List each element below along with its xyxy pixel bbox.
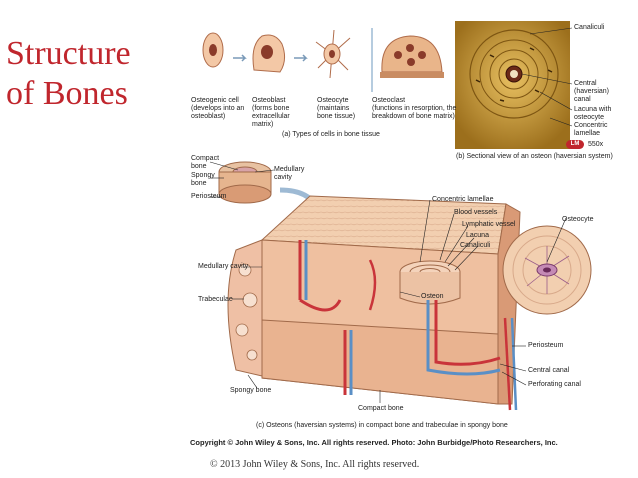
compact-bone-label: Compact bone	[358, 405, 404, 412]
panel-b-caption: (b) Sectional view of an osteon (haversi…	[456, 153, 613, 160]
canaliculi-label: Canaliculi	[460, 242, 491, 249]
concentric-lamellae-label: Concentric lamellae	[432, 196, 494, 203]
osteoclast-label: Osteoclast (functions in resorption, the…	[372, 97, 457, 120]
lacuna-micro-label: Lacuna with osteocyte	[574, 106, 612, 121]
periosteum-label: Periosteum	[528, 342, 564, 349]
title-line-1: Structure	[6, 35, 131, 72]
block-leaders	[232, 199, 567, 403]
spongy-bone-label: Spongy bone	[230, 387, 272, 394]
slide-copyright: © 2013 John Wiley & Sons, Inc. All right…	[210, 459, 420, 470]
trabeculae-label: Trabeculae	[198, 296, 233, 303]
panel-c-caption: (c) Osteons (haversian systems) in compa…	[256, 422, 508, 429]
osteogenic-cell-illustration	[202, 32, 224, 68]
osteocyte-cell-label: Osteocyte (maintains bone tissue)	[317, 97, 356, 120]
spongy-bone-inset-label: Spongy bone	[191, 172, 215, 187]
inset-leaders	[209, 161, 275, 198]
magnification-label: 550x	[588, 141, 604, 148]
osteoclast-illustration	[380, 35, 444, 78]
perforating-canal-label: Perforating canal	[528, 381, 581, 388]
concentric-lamellae-micro-label: Concentric lamellae	[574, 122, 608, 137]
osteoblast-illustration	[252, 34, 286, 73]
medullary-cavity-label: Medullary cavity	[198, 263, 249, 270]
arrow-icon	[294, 54, 308, 62]
osteon-micrograph	[455, 21, 570, 149]
micrograph-leaders	[521, 27, 573, 127]
arrow-icon	[233, 54, 247, 62]
title-line-2: of Bones	[6, 75, 128, 112]
lm-badge: LM	[566, 140, 584, 149]
osteocyte-illustration	[315, 29, 351, 79]
figure-copyright: Copyright © John Wiley & Sons, Inc. All …	[190, 438, 558, 447]
panel-a-caption: (a) Types of cells in bone tissue	[282, 131, 380, 138]
osteoblast-label: Osteoblast (forms bone extracellular mat…	[252, 97, 290, 128]
compact-bone-inset-label: Compact bone	[191, 155, 220, 170]
central-canal-micro-label: Central (haversian) canal	[574, 80, 610, 103]
periosteum-inset-label: Periosteum	[191, 193, 227, 200]
blood-vessels-label: Blood vessels	[454, 209, 498, 216]
slide-title: Structure of Bones	[6, 34, 131, 114]
central-canal-label: Central canal	[528, 367, 570, 374]
osteogenic-cell-label: Osteogenic cell (develops into an osteob…	[191, 97, 245, 120]
lacuna-label: Lacuna	[466, 232, 489, 239]
osteocyte-label: Osteocyte	[562, 216, 594, 223]
bone-block-illustration	[227, 195, 521, 411]
osteon-label: Osteon	[421, 293, 444, 300]
long-bone-inset	[218, 161, 272, 204]
lymphatic-vessel-label: Lymphatic vessel	[462, 221, 516, 228]
osteocyte-zoom-illustration	[502, 225, 592, 315]
canaliculi-micro-label: Canaliculi	[574, 24, 605, 31]
medullary-inset-label: Medullary cavity	[274, 166, 305, 181]
